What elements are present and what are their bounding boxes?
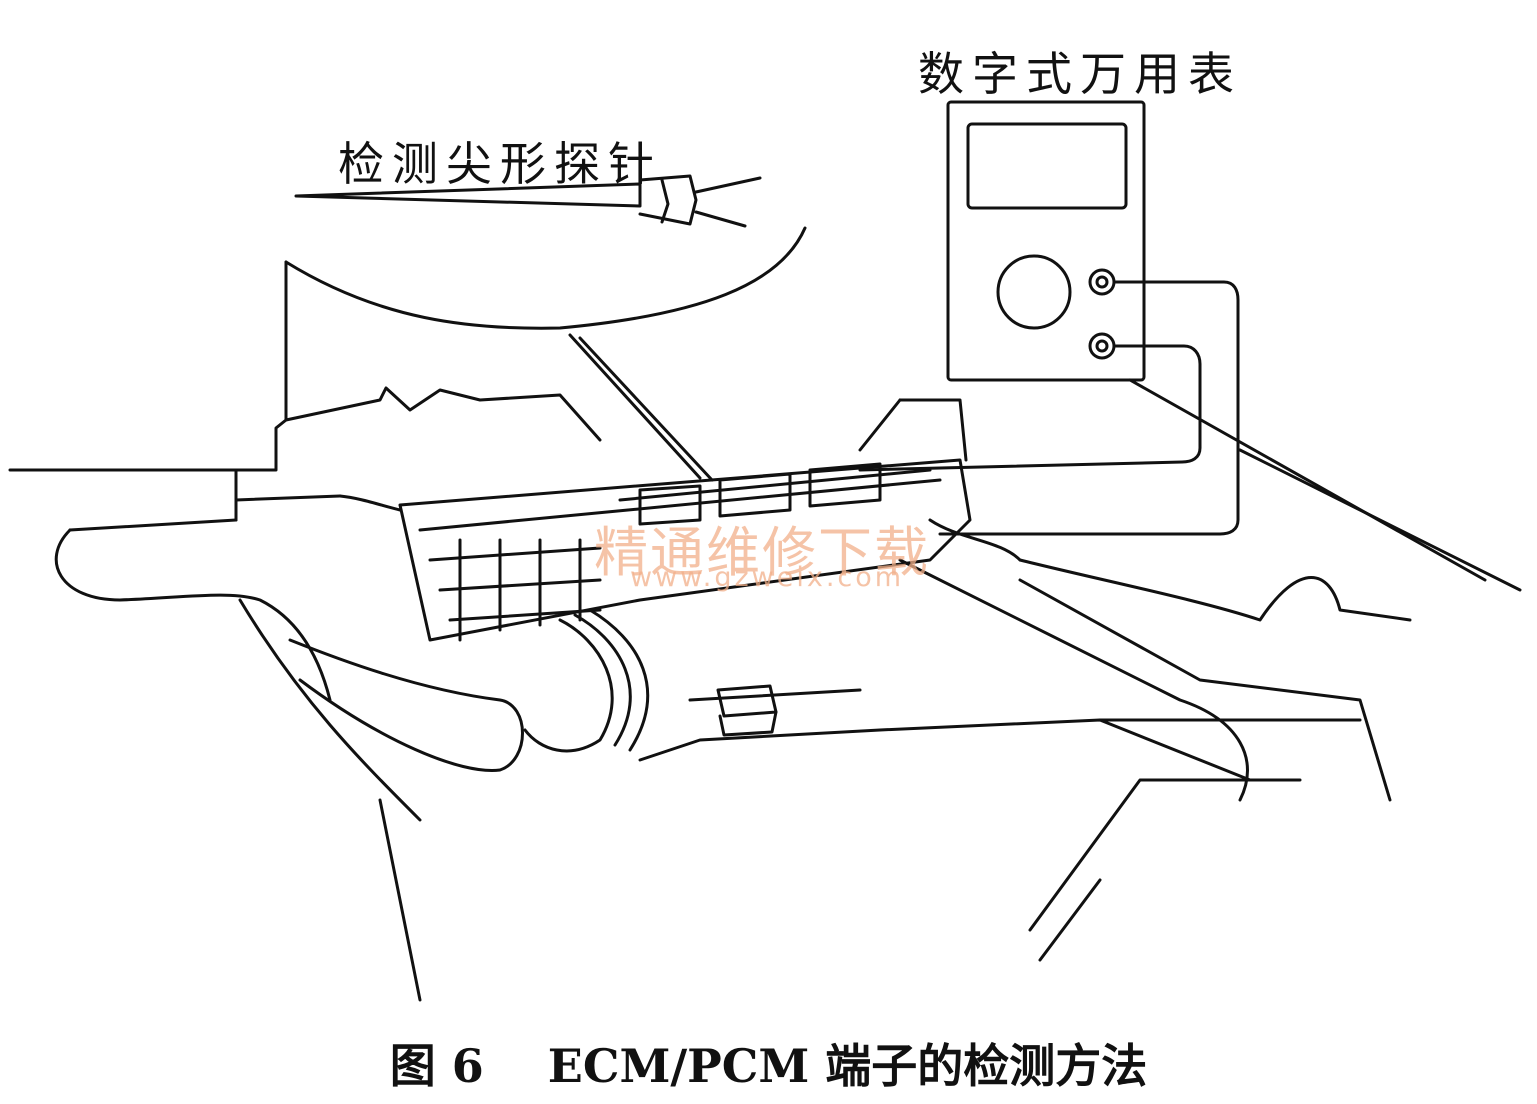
watermark-site-name: 精通维修下载 bbox=[594, 521, 930, 584]
probe-handle-left bbox=[8, 468, 402, 532]
test-probe bbox=[294, 174, 762, 228]
watermark-url: www.gzweix.com bbox=[630, 562, 905, 593]
probe-label: 检测尖形探针 bbox=[338, 137, 662, 191]
figure-caption: 图 6 ECM/PCM 端子的检测方法 bbox=[0, 1030, 1537, 1096]
meter-test-leads bbox=[858, 280, 1240, 536]
wire-harness bbox=[523, 608, 649, 753]
hands bbox=[54, 518, 1249, 1002]
meter-display-icon bbox=[966, 122, 1128, 210]
ecm-connector-block bbox=[398, 398, 972, 642]
meter-jack-bottom-icon bbox=[1088, 332, 1116, 360]
mounting-bolt bbox=[638, 684, 1252, 782]
multimeter-label: 数字式万用表 bbox=[918, 47, 1242, 101]
digital-multimeter bbox=[946, 100, 1146, 382]
meter-dial-icon bbox=[996, 254, 1072, 330]
engine-bay-surface bbox=[1018, 378, 1522, 962]
figure-title: ECM/PCM 端子的检测方法 bbox=[547, 1039, 1148, 1093]
meter-jack-top-icon bbox=[1088, 268, 1116, 296]
figure-number: 图 6 bbox=[389, 1039, 484, 1093]
ecm-housing-cover bbox=[234, 226, 807, 482]
